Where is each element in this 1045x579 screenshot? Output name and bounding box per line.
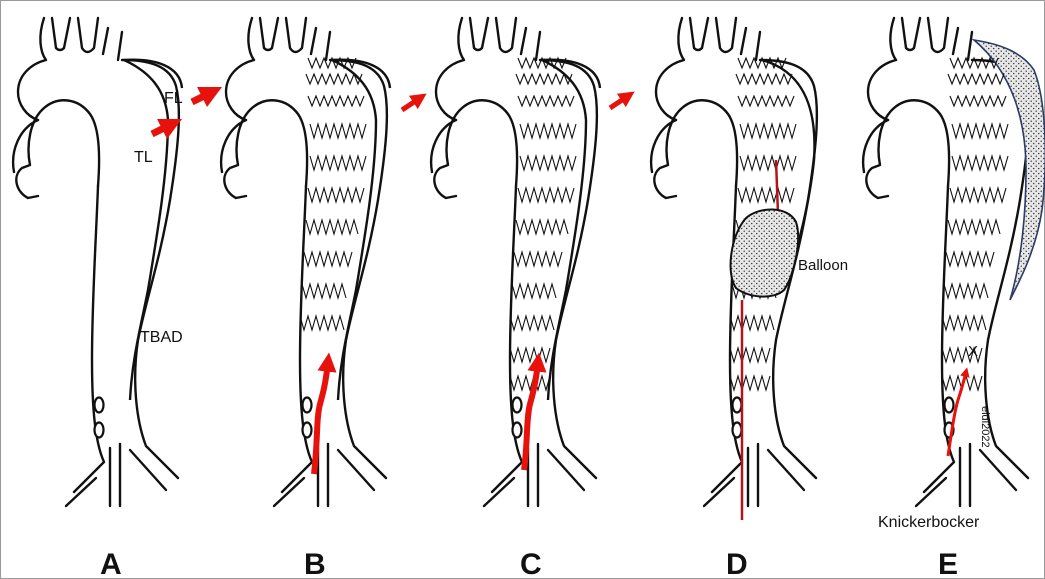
panel-letter-d: D xyxy=(726,548,748,579)
panel-a: FL TL TBAD A xyxy=(13,18,212,579)
true-lumen-label: TL xyxy=(134,149,153,166)
entry-tear-arrow-inner xyxy=(152,124,172,134)
entry-tear-arrow-outer xyxy=(192,92,212,102)
blocked-flow-arrow xyxy=(948,372,966,456)
knickerbocker-x-mark: X xyxy=(968,343,978,360)
balloon-label: Balloon xyxy=(798,257,848,274)
panel-letter-a: A xyxy=(100,548,122,579)
panel-letter-c: C xyxy=(520,548,542,579)
panel-b: B xyxy=(221,18,420,579)
knickerbocker-label: Knickerbocker xyxy=(878,514,980,531)
guidewire-tip xyxy=(776,160,778,214)
panel-letter-e: E xyxy=(938,548,958,579)
panel-letter-b: B xyxy=(304,548,326,579)
panel-e: X eidi2022 Knickerbocker E xyxy=(863,18,1045,579)
distal-flow-arrow xyxy=(402,98,420,110)
reentry-flow-arrow xyxy=(314,362,328,474)
false-lumen-label: FL xyxy=(164,90,183,107)
thrombosed-false-lumen xyxy=(974,40,1045,300)
tbad-label: TBAD xyxy=(140,329,183,346)
distal-flow-arrow xyxy=(610,96,628,108)
author-signature: eidi2022 xyxy=(979,406,991,448)
panel-d: Balloon D xyxy=(651,18,848,579)
balloon xyxy=(731,209,799,296)
panel-c: C xyxy=(431,18,628,579)
